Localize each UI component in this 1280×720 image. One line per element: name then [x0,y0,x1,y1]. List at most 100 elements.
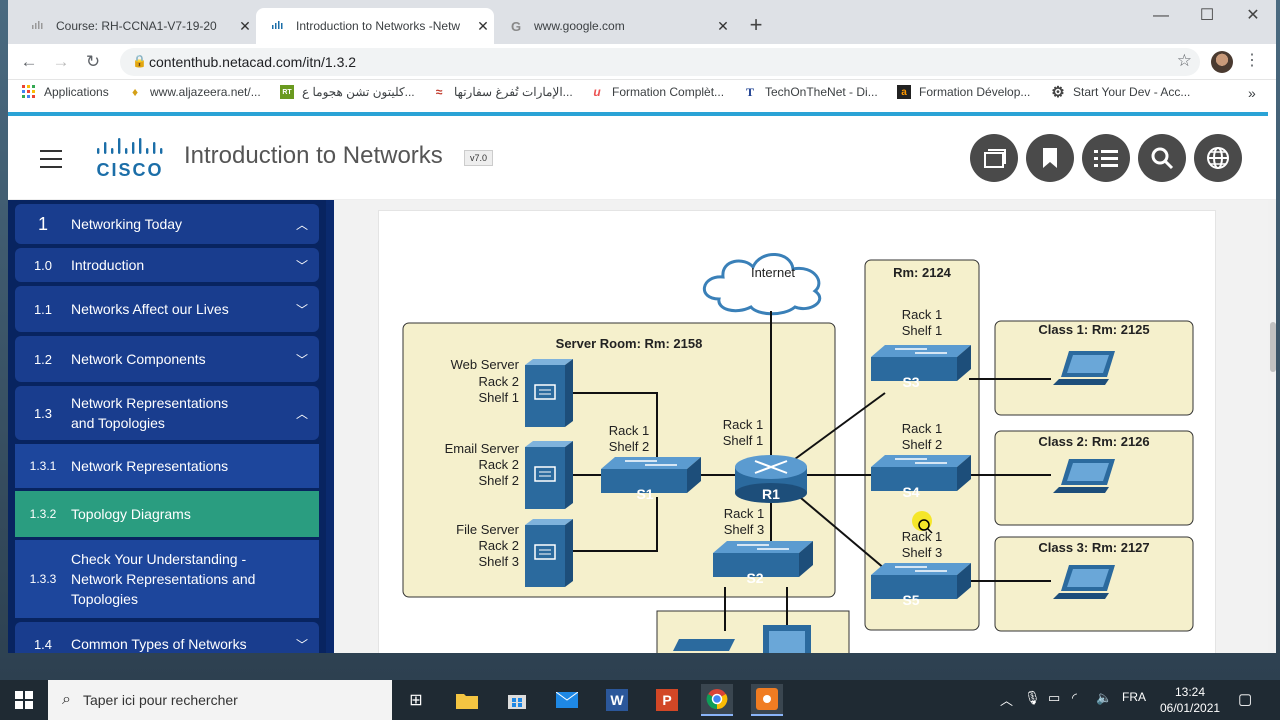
switch-s5 [870,562,972,600]
gear-icon: ⚙ [1051,84,1065,101]
close-window-button[interactable]: ✕ [1246,7,1260,24]
techonthenet-icon: T [745,84,754,99]
wifi-icon[interactable]: ◜ [1072,690,1078,705]
internet-label: Internet [751,265,795,280]
sidebar-item-1-3-2[interactable]: 1.3.2 Topology Diagrams [15,491,319,537]
file-server [524,518,574,588]
file-explorer-button[interactable] [451,684,483,716]
more-bookmarks-button[interactable]: » [1248,85,1256,101]
bookmark-applications[interactable]: Applications [22,85,109,99]
address-bar[interactable]: 🔒 contenthub.netacad.com/itn/1.3.2 ☆ [120,48,1200,76]
udemy-icon: u [593,85,601,99]
layers-icon [984,149,1006,168]
maximize-button[interactable]: ☐ [1199,7,1215,24]
bookmark-startyourdev[interactable]: ⚙ Start Your Dev - Acc... [1051,84,1191,101]
bookmarks-bar: Applications ♦ www.aljazeera.net/... RT … [8,80,1276,108]
bookmark-emirates[interactable]: ≈ الإمارات تُفرغ سفارتها... [432,85,573,99]
close-icon[interactable]: ✕ [717,17,729,34]
task-view-icon: ⊞ [409,692,423,709]
bookmark-button[interactable] [1026,134,1074,182]
mail-icon [556,692,578,708]
bookmark-udemy[interactable]: u Formation Complèt... [590,85,724,99]
menu-kebab-icon[interactable]: ⋮ [1244,52,1260,69]
powerpoint-button[interactable]: P [651,684,683,716]
item-number: 1.1 [33,301,53,317]
new-tab-button[interactable]: + [749,12,763,37]
sidebar-chapter-1[interactable]: 1 Networking Today ︿ [15,204,319,244]
course-title: Introduction to Networks [184,142,443,169]
task-view-button[interactable]: ⊞ [400,684,432,716]
sidebar-item-1-3[interactable]: 1.3 Network Representations and Topologi… [15,386,319,440]
zoom-cursor-icon [918,519,933,534]
rt-icon: RT [280,85,294,99]
sidebar-item-1-1[interactable]: 1.1 Networks Affect our Lives ﹀ [15,286,319,332]
bookmark-amazon[interactable]: a Formation Dévelop... [897,85,1030,99]
bookmark-rt[interactable]: RT كليتون تشن هجوما ع... [280,85,415,99]
profile-avatar[interactable] [1211,51,1233,73]
item-number: 1.0 [33,257,53,273]
bookmark-label: www.aljazeera.net/... [150,85,261,99]
item-label: Common Types of Networks [71,636,247,652]
bookmark-star-icon[interactable]: ☆ [1176,51,1192,70]
tab-title: Course: RH-CCNA1-V7-19-20 [56,19,217,33]
sidebar-item-1-3-3[interactable]: 1.3.3 Check Your Understanding - Network… [15,540,319,618]
sidebar-item-1-3-1[interactable]: 1.3.1 Network Representations [15,444,319,488]
page-scrollbar-thumb[interactable] [1270,322,1276,372]
chevron-up-icon[interactable]: ︿ [1000,693,1014,708]
page-scrollbar[interactable] [1268,200,1276,653]
bookmark-label: Formation Complèt... [612,85,725,99]
rm2124-label: Rm: 2124 [893,265,952,280]
item-label: Check Your Understanding - Network Repre… [71,551,256,607]
bookmark-techonthenet[interactable]: T TechOnTheNet - Di... [743,84,878,100]
tab-google[interactable]: G www.google.com ✕ [494,8,734,44]
language-indicator[interactable]: FRA [1122,690,1146,704]
bookmark-aljazeera[interactable]: ♦ www.aljazeera.net/... [128,85,261,99]
notifications-icon[interactable]: ▢ [1238,691,1253,708]
server-room-label: Server Room: Rm: 2158 [556,336,703,351]
clock-time: 13:24 [1174,685,1206,699]
browser-toolbar: ← → ↻ 🔒 contenthub.netacad.com/itn/1.3.2… [8,44,1276,80]
taskbar-search[interactable]: ⌕ Taper ici pour rechercher [48,680,392,720]
start-button[interactable] [8,684,40,716]
course-overview-button[interactable] [970,134,1018,182]
language-button[interactable] [1194,134,1242,182]
chrome-button[interactable] [701,684,733,716]
sidebar-item-1-4[interactable]: 1.4 Common Types of Networks ﹀ [15,622,319,653]
microphone-icon[interactable]: 🎙 [1024,690,1041,705]
search-icon [1151,147,1174,170]
back-button[interactable]: ← [20,52,38,71]
mail-button[interactable] [551,684,583,716]
search-button[interactable] [1138,134,1186,182]
bookmark-label: Start Your Dev - Acc... [1073,85,1191,99]
r1-label: R1 [762,486,780,502]
close-icon[interactable]: ✕ [239,17,251,34]
battery-icon[interactable]: ▭ [1048,690,1061,705]
close-icon[interactable]: ✕ [477,17,489,34]
accent-bar [8,112,1268,116]
chevron-up-icon: ︿ [295,406,308,421]
browser-window: Course: RH-CCNA1-V7-19-20 ✕ Introduction… [8,0,1276,653]
sidebar-item-1-2[interactable]: 1.2 Network Components ﹀ [15,336,319,382]
forward-button[interactable]: → [52,52,70,71]
tab-intro-networks[interactable]: Introduction to Networks -Netw ✕ [256,8,494,44]
topology-card: Server Room: Rm: 2158 Rm: 2124 Class 1: … [378,210,1216,653]
minimize-button[interactable]: — [1153,7,1169,24]
glossary-button[interactable] [1082,134,1130,182]
item-number: 1.3.1 [29,459,57,473]
clock[interactable]: 13:24 06/01/2021 [1160,684,1220,716]
word-button[interactable]: W [601,684,633,716]
hamburger-menu-icon[interactable] [40,150,62,168]
volume-icon[interactable]: 🔈 [1096,690,1113,705]
reload-button[interactable]: ↻ [85,52,101,71]
bookmark-label: TechOnTheNet - Di... [765,85,878,99]
tab-course[interactable]: Course: RH-CCNA1-V7-19-20 ✕ [16,8,256,44]
recorder-button[interactable] [751,684,783,716]
class3-label: Class 3: Rm: 2127 [1038,540,1149,555]
sidebar-scrollbar[interactable] [326,200,334,653]
sidebar-item-1-0[interactable]: 1.0 Introduction ﹀ [15,248,319,282]
cisco-favicon-icon [270,18,286,34]
email-server [524,440,574,510]
store-button[interactable] [501,684,533,716]
